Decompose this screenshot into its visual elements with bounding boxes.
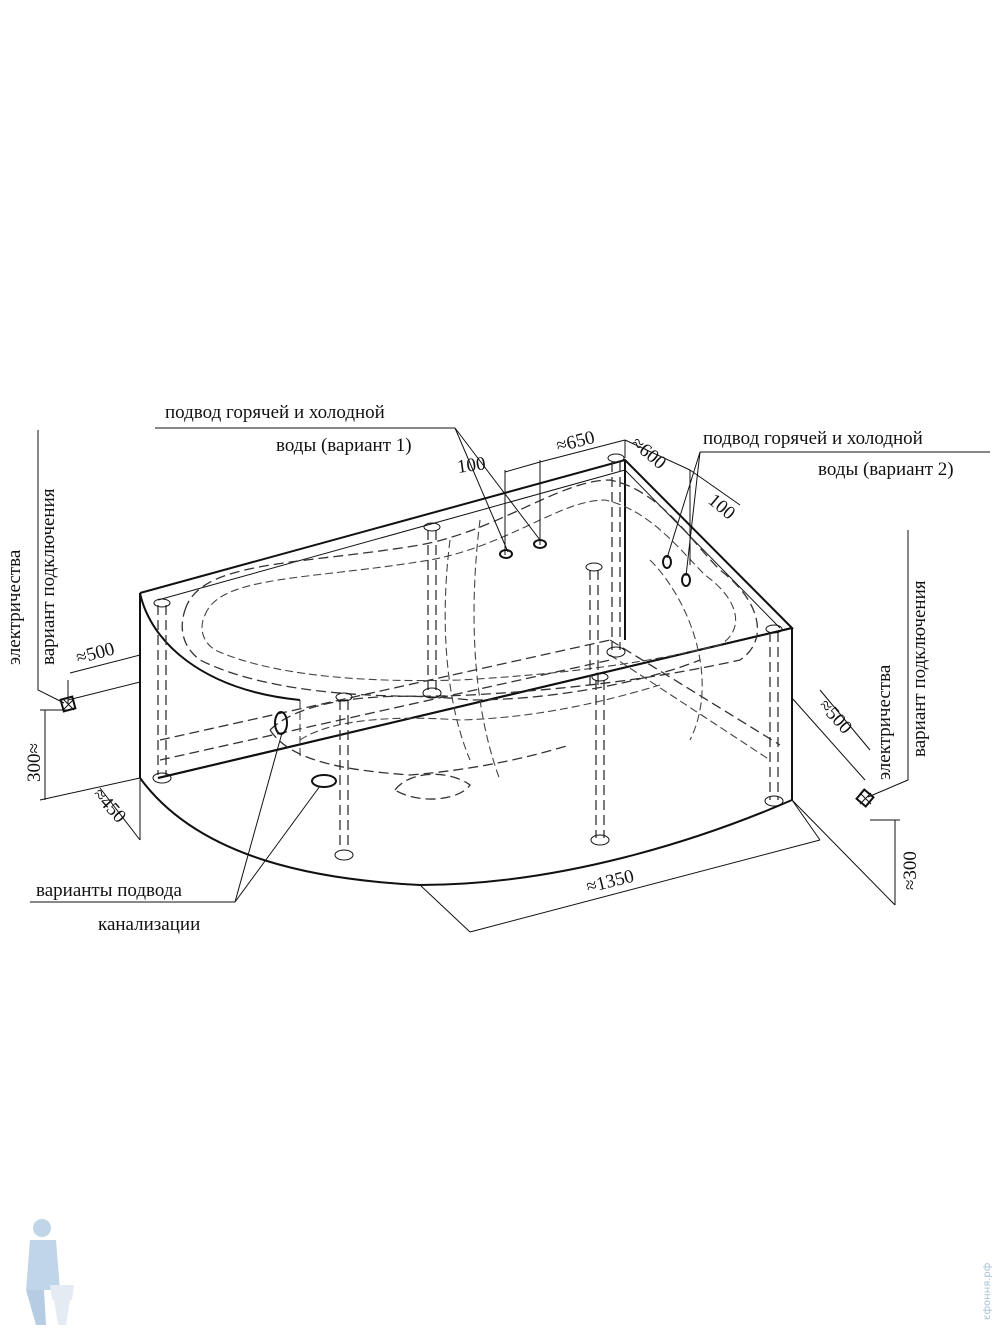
electric-left-line1: вариант подключения bbox=[38, 488, 59, 665]
water-supply-1-line2: воды (вариант 1) bbox=[276, 435, 412, 456]
water-inlet-hole-2a bbox=[662, 555, 672, 569]
electric-right-line2: электричества bbox=[874, 664, 895, 780]
connection-holes bbox=[274, 539, 691, 788]
tub-shell-hidden-lines bbox=[159, 479, 781, 800]
water-inlet-hole-1a bbox=[499, 549, 513, 559]
callout-labels: подвод горячей и холодной воды (вариант … bbox=[4, 402, 954, 935]
outer-box bbox=[139, 458, 794, 887]
electric-box-right bbox=[855, 788, 875, 808]
dim-300-right: ≈300 bbox=[900, 851, 921, 890]
drain-hole-1 bbox=[274, 711, 288, 735]
dim-300-left: 300≈ bbox=[24, 743, 45, 782]
dim-650: ≈650 bbox=[554, 427, 597, 457]
dim-100-left: 100 bbox=[456, 453, 487, 478]
drain-line1: варианты подвода bbox=[36, 880, 182, 901]
electrical-boxes bbox=[59, 695, 875, 808]
plumber-logo bbox=[26, 1219, 74, 1325]
water-supply-2-line1: подвод горячей и холодной bbox=[703, 428, 923, 449]
drain-line2: канализации bbox=[98, 914, 200, 935]
electric-left-line2: электричества bbox=[4, 549, 25, 665]
dim-500-left: ≈500 bbox=[74, 638, 117, 668]
electric-right-line1: вариант подключения bbox=[909, 580, 930, 757]
watermark-text: єфоння.рф bbox=[982, 1263, 993, 1320]
water-supply-2-line2: воды (вариант 2) bbox=[818, 459, 954, 480]
support-legs bbox=[152, 453, 784, 861]
leader-lines bbox=[30, 427, 990, 903]
dim-450: ≈450 bbox=[88, 784, 130, 827]
dim-1350: ≈1350 bbox=[584, 866, 636, 898]
dimension-lines bbox=[39, 439, 900, 933]
dim-500-right: ≈500 bbox=[814, 695, 856, 738]
dimension-labels: 100 ≈650 ≈600 100 ≈500 300≈ ≈450 ≈1350 ≈… bbox=[24, 427, 921, 898]
dim-100-right: 100 bbox=[704, 490, 739, 524]
drain-hole-2 bbox=[311, 774, 337, 788]
water-supply-1-line1: подвод горячей и холодной bbox=[165, 402, 385, 423]
